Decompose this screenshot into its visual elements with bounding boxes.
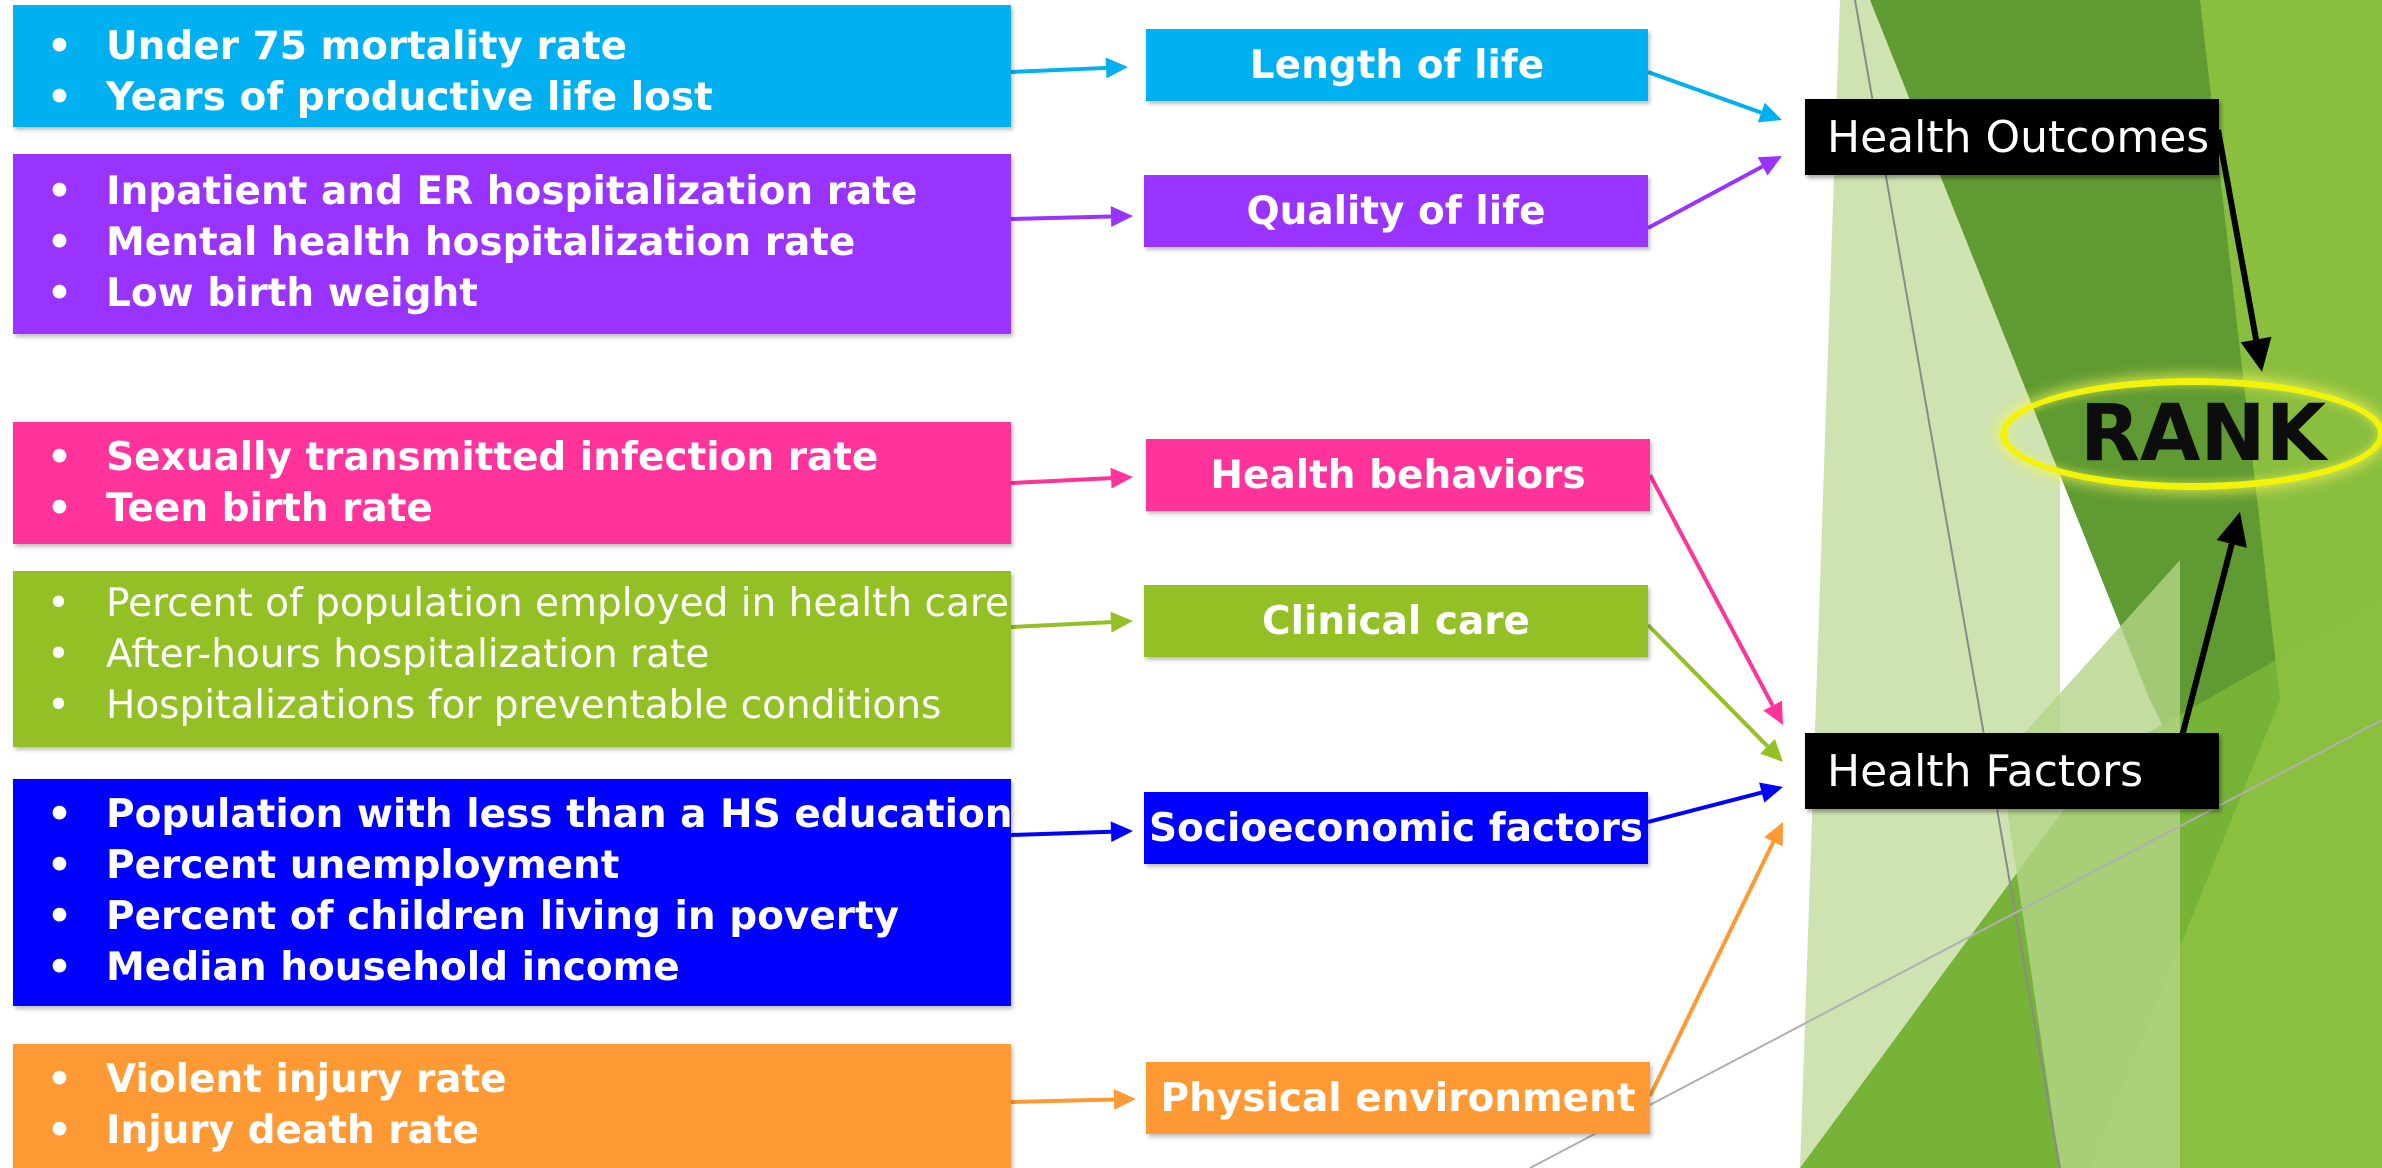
arrow-length-list-to-category	[1010, 57, 1128, 79]
list-item: Percent of children living in poverty	[35, 891, 991, 942]
list-item: Population with less than a HS education	[35, 789, 1013, 840]
list-item: Sexually transmitted infection rate	[35, 432, 991, 483]
list-item: Teen birth rate	[35, 483, 991, 534]
bg-shape-pale	[2000, 560, 2180, 1168]
list-item: Low birth weight	[35, 268, 991, 319]
list-socioeconomic: Population with less than a HS education…	[35, 789, 1013, 993]
list-item: Years of productive life lost	[35, 72, 991, 123]
arrow-outcomes-to-rank	[2215, 129, 2272, 372]
list-item: Median household income	[35, 942, 991, 993]
category-clinical-care: Clinical care	[1144, 585, 1648, 657]
arrow-quality-list-to-category	[1010, 206, 1133, 227]
list-item: Inpatient and ER hospitalization rate	[35, 166, 991, 217]
bg-shape-lime	[2090, 0, 2382, 1168]
list-item: Percent of population employed in health…	[35, 578, 1009, 629]
rank-label: RANK	[2080, 389, 2327, 479]
category-quality-of-life: Quality of life	[1144, 175, 1648, 247]
health-factors-box: Health Factors	[1805, 733, 2219, 809]
list-box-length: Under 75 mortality rate Years of product…	[13, 5, 1011, 127]
arrow-length-to-outcomes	[1647, 70, 1782, 123]
rank-highlight-ring	[2000, 378, 2382, 490]
list-clinical: Percent of population employed in health…	[35, 578, 1009, 731]
arrow-clinical-to-factors	[1646, 623, 1783, 762]
list-box-behaviors: Sexually transmitted infection rate Teen…	[13, 422, 1011, 544]
health-outcomes-box: Health Outcomes	[1805, 99, 2219, 175]
list-item: Mental health hospitalization rate	[35, 217, 991, 268]
category-length-of-life: Length of life	[1146, 29, 1648, 101]
list-item: After-hours hospitalization rate	[35, 629, 991, 680]
list-item: Injury death rate	[35, 1105, 991, 1156]
list-box-physical: Violent injury rate Injury death rate	[13, 1044, 1011, 1168]
list-item: Under 75 mortality rate	[35, 21, 991, 72]
category-physical-environment: Physical environment	[1146, 1062, 1650, 1134]
arrow-physical-list-to-category	[1010, 1089, 1136, 1110]
arrow-socio-list-to-category	[1010, 821, 1133, 843]
list-item: Percent unemployment	[35, 840, 991, 891]
list-item: Hospitalizations for preventable conditi…	[35, 680, 991, 731]
arrow-quality-to-outcomes	[1647, 156, 1782, 230]
list-box-quality: Inpatient and ER hospitalization rate Me…	[13, 154, 1011, 334]
arrow-physical-to-factors	[1648, 822, 1783, 1097]
category-health-behaviors: Health behaviors	[1146, 439, 1650, 511]
list-box-clinical: Percent of population employed in health…	[13, 571, 1011, 747]
list-length: Under 75 mortality rate Years of product…	[35, 21, 991, 123]
list-behaviors: Sexually transmitted infection rate Teen…	[35, 432, 991, 534]
bg-thin-line-1	[1854, 0, 2061, 1168]
arrow-socio-to-factors	[1647, 782, 1783, 824]
category-socioeconomic-factors: Socioeconomic factors	[1144, 792, 1648, 864]
list-box-socioeconomic: Population with less than a HS education…	[13, 779, 1013, 1006]
list-item: Violent injury rate	[35, 1054, 991, 1105]
bg-thin-line-2	[1529, 719, 2382, 1168]
list-quality: Inpatient and ER hospitalization rate Me…	[35, 166, 991, 319]
arrow-behaviors-list-to-category	[1010, 467, 1133, 489]
arrow-clinical-list-to-category	[1010, 611, 1133, 633]
list-physical: Violent injury rate Injury death rate	[35, 1054, 991, 1156]
arrow-behaviors-to-factors	[1648, 474, 1783, 725]
